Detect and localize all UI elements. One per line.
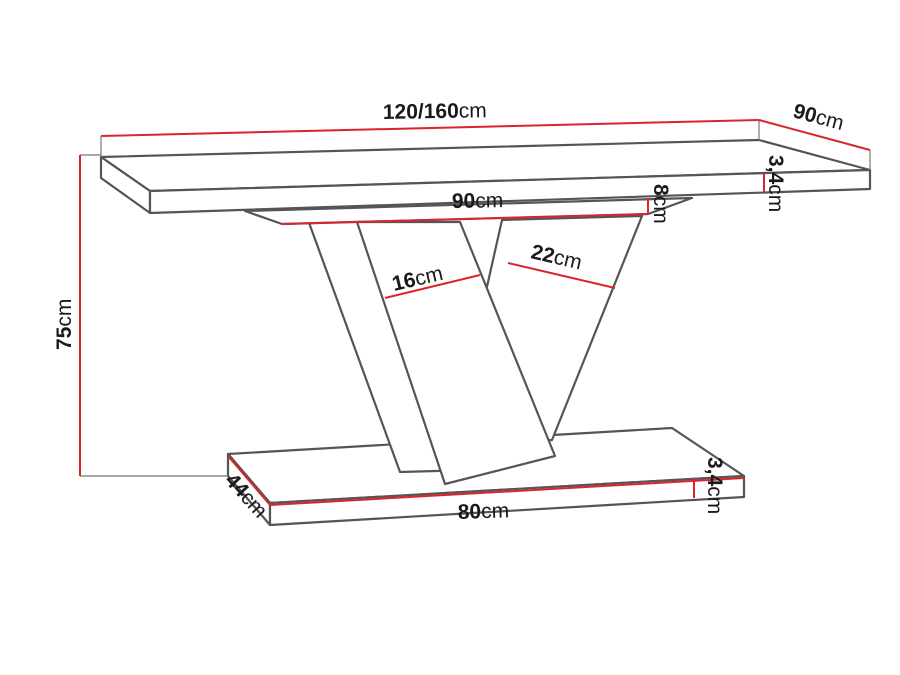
label-frame-height: 8cm (649, 184, 672, 224)
frame-length-dim-line (281, 213, 649, 225)
label-base-thickness: 3,4cm (703, 457, 726, 514)
label-leg-front: 16cm (390, 262, 445, 296)
label-top-thickness: 3,4cm (764, 155, 787, 212)
dimension-lines (79, 119, 871, 506)
front-leg (355, 220, 557, 486)
base-depth-dim-line (227, 455, 271, 506)
top-depth-dim-line (758, 119, 871, 151)
label-top-length: 120/160cm (383, 99, 487, 124)
label-base-length: 80cm (457, 499, 509, 524)
label-frame-length: 90cm (452, 189, 504, 213)
leg-front-dim-line (384, 274, 481, 299)
label-leg-back: 22cm (529, 240, 584, 274)
base-length-dim-line (269, 477, 745, 506)
table-top (99, 138, 872, 226)
label-table-height: 75cm (53, 299, 76, 350)
leg-back-dim-line (507, 262, 616, 289)
top-length-dim-line (100, 119, 760, 137)
dimension-labels: 120/160cm 90cm 3,4cm 90cm 8cm 16cm 22cm … (53, 99, 846, 524)
